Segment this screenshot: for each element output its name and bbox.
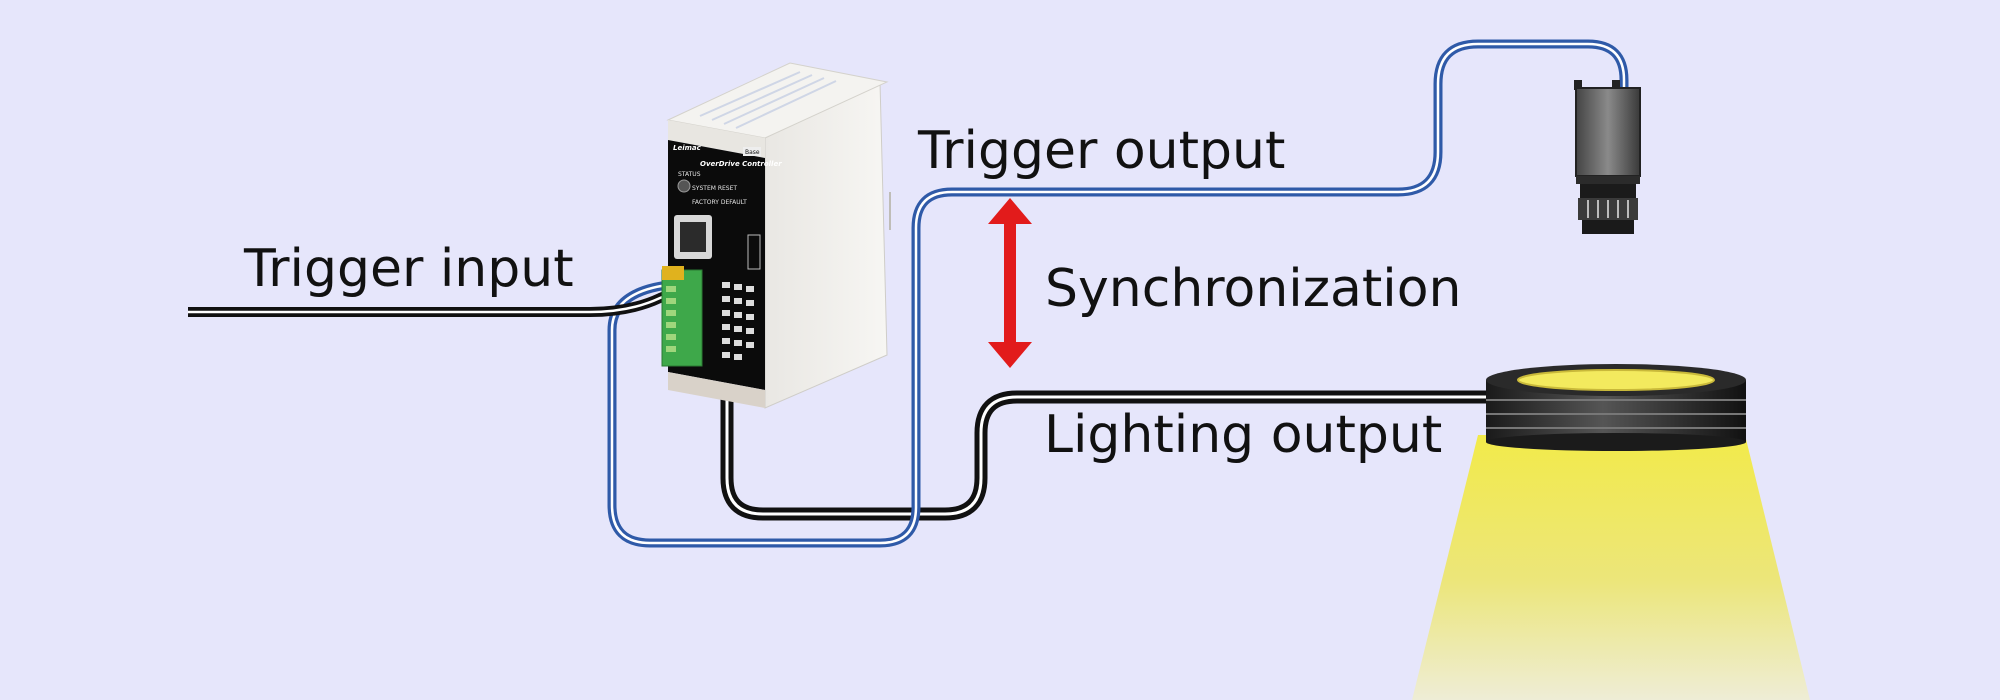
lighting-output-cable <box>720 390 1486 521</box>
ring-light-icon <box>1486 364 1746 451</box>
controller-model: OverDrive Controller <box>700 160 782 168</box>
light-beam <box>1412 435 1810 700</box>
lighting-output-label: Lighting output <box>1044 405 1442 465</box>
controller-badge: Base <box>745 149 760 156</box>
trigger-input-label: Trigger input <box>243 239 574 299</box>
controller-reset-label: SYSTEM RESET <box>692 185 737 192</box>
synchronization-label: Synchronization <box>1045 259 1462 319</box>
trigger-output-cable <box>607 39 1629 548</box>
controller-status-label: STATUS <box>678 171 701 178</box>
controller-brand: Leimac <box>673 144 702 152</box>
controller-factory-label: FACTORY DEFAULT <box>692 199 747 206</box>
controller-device-icon: Leimac OverDrive Controller Base STATUS … <box>661 62 891 409</box>
trigger-output-label: Trigger output <box>917 121 1285 181</box>
synchronization-arrow <box>988 198 1032 368</box>
trigger-input-cable <box>188 287 677 317</box>
camera-icon <box>1574 80 1641 234</box>
